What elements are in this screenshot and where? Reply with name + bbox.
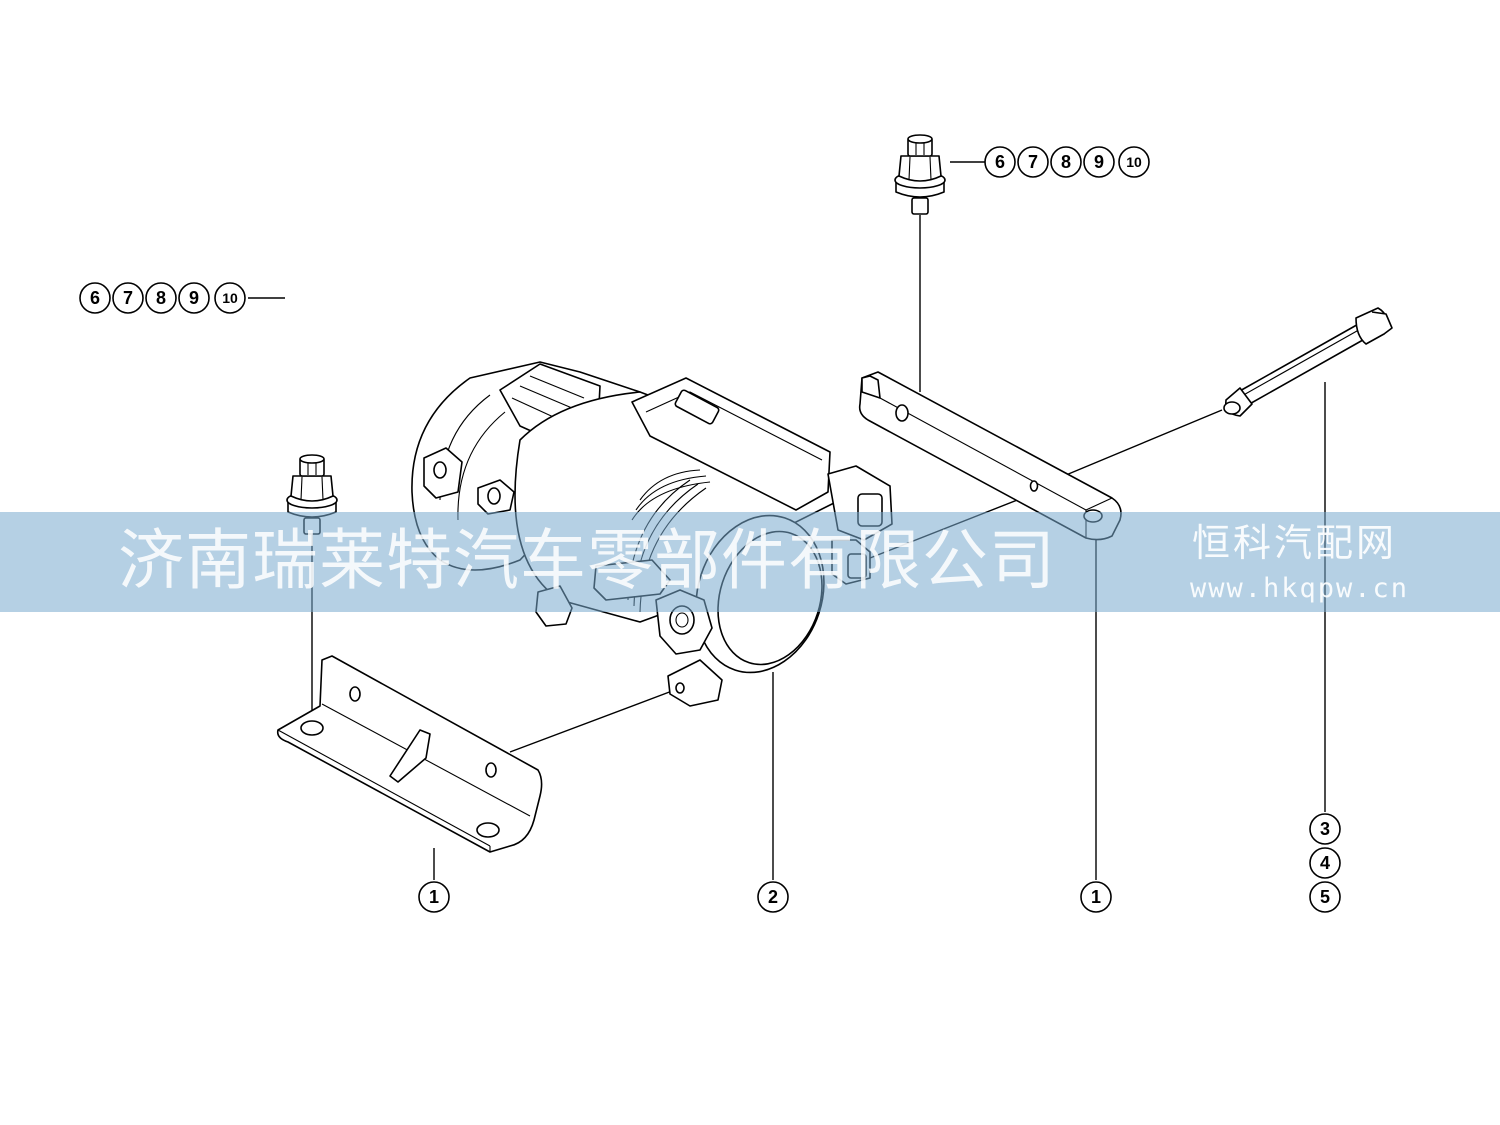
callout-label: 10: [222, 290, 238, 306]
flange-nut-top-icon: [894, 134, 946, 215]
callout-label: 9: [1094, 152, 1104, 172]
callout-motor: 2: [757, 881, 789, 913]
callout-label: 4: [1320, 853, 1330, 873]
callout-label: 6: [90, 288, 100, 308]
callout-group-bolt: 3 4 5: [1309, 813, 1341, 913]
callout-label: 1: [429, 887, 439, 907]
callout-label: 8: [156, 288, 166, 308]
bracket-left-icon: [276, 655, 543, 853]
callout-group-nut-top: 6 7 8 9 10: [984, 146, 1150, 178]
callout-label: 9: [189, 288, 199, 308]
callout-label: 5: [1320, 887, 1330, 907]
watermark-band: [0, 512, 1500, 612]
callout-label: 7: [1028, 152, 1038, 172]
callout-label: 10: [1126, 154, 1142, 170]
callout-label: 7: [123, 288, 133, 308]
callout-label: 2: [768, 887, 778, 907]
watermark-site-url: www.hkqpw.cn: [1190, 573, 1410, 604]
callout-bracket-right: 1: [1080, 881, 1112, 913]
callout-label: 1: [1091, 887, 1101, 907]
callout-label: 3: [1320, 819, 1330, 839]
watermark-site-name: 恒科汽配网: [1192, 521, 1398, 565]
callout-label: 8: [1061, 152, 1071, 172]
bolt-icon: [1223, 307, 1393, 417]
callout-bracket-left: 1: [418, 881, 450, 913]
callout-label: 6: [995, 152, 1005, 172]
callout-group-nut-left: 6 7 8 9 10: [79, 282, 246, 314]
watermark-company-name: 济南瑞莱特汽车零部件有限公司: [118, 522, 1056, 599]
